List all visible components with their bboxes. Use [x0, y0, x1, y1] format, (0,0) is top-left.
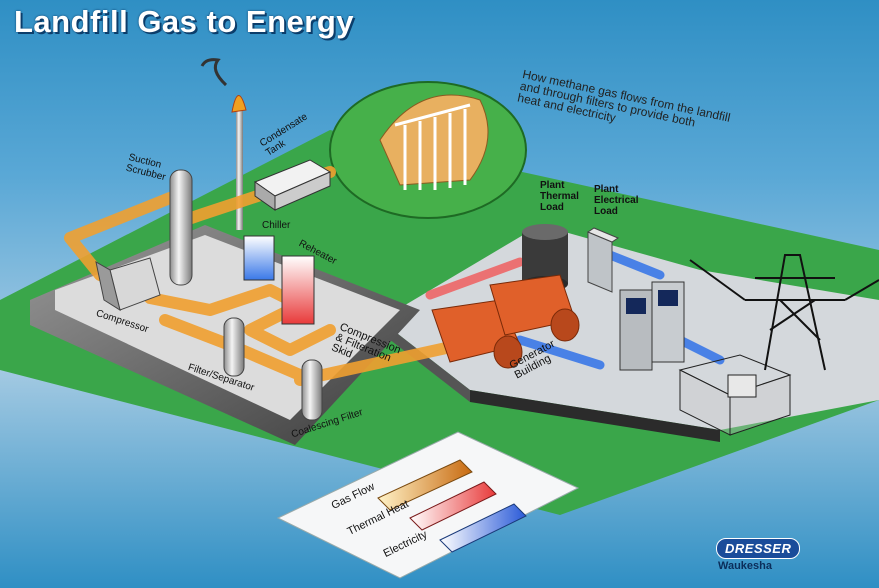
label-chiller: Chiller — [262, 220, 291, 231]
generator-2 — [489, 274, 580, 342]
company-logo: DRESSER Waukesha — [716, 538, 801, 572]
generator-1 — [431, 299, 523, 369]
legend-swatch-electricity — [439, 503, 527, 553]
generator-building-edge — [470, 390, 720, 442]
control-cabinet-2 — [651, 281, 685, 363]
condensate-tank — [253, 159, 332, 211]
transformer-cage — [678, 354, 792, 436]
label-plant-thermal-load: Plant Thermal Load — [540, 180, 579, 213]
legend-swatch-heat — [409, 481, 497, 531]
legend-swatch-gas — [377, 459, 473, 511]
compressor — [95, 257, 161, 312]
flare-smoke — [200, 58, 228, 87]
logo-brand: DRESSER — [716, 538, 801, 559]
reheater — [281, 255, 315, 325]
logo-sub: Waukesha — [718, 560, 773, 572]
chiller — [243, 235, 275, 281]
control-cabinet-1 — [619, 289, 653, 371]
transmission-tower — [689, 254, 879, 371]
filter-separator — [223, 317, 245, 377]
flare-flame-icon — [231, 95, 247, 113]
coalescing-filter — [301, 359, 323, 421]
label-plant-electrical-load: Plant Electrical Load — [594, 184, 639, 217]
building-side — [380, 320, 470, 402]
plant-electrical-load-panel — [586, 227, 620, 293]
flare-stack — [236, 110, 243, 230]
landfill-wells — [394, 103, 471, 190]
page-title: Landfill Gas to Energy — [14, 4, 354, 39]
suction-scrubber — [169, 169, 193, 286]
legend-panel — [276, 431, 580, 579]
